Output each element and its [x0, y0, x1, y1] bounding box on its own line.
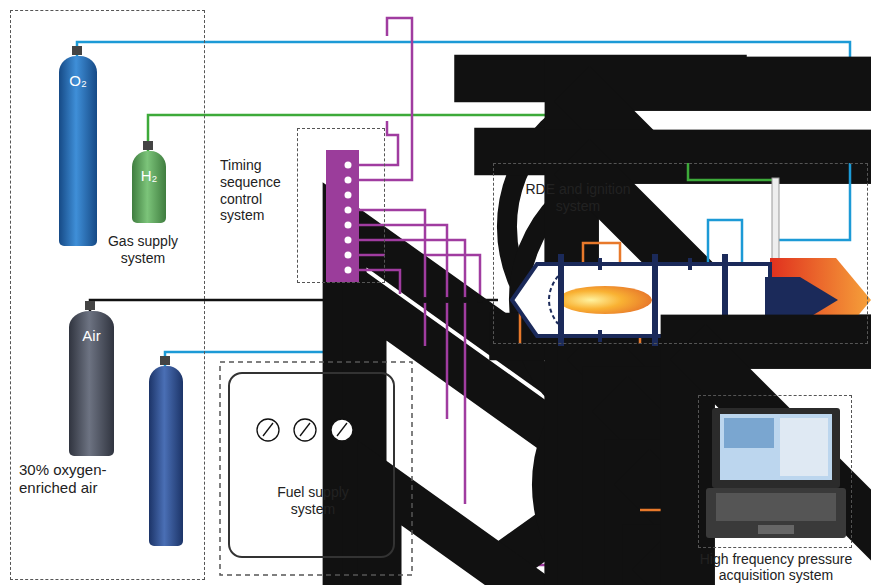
controller-ports — [345, 177, 352, 184]
cylinder-label: Air — [82, 327, 100, 345]
air-cylinder: Air — [69, 311, 114, 456]
junction-dots — [477, 297, 483, 303]
fuel-gauges — [257, 419, 279, 441]
laptop-icon — [758, 525, 794, 534]
rde-feed-lines — [779, 163, 850, 240]
rde-feed-lines — [688, 163, 772, 180]
controller-ports — [345, 192, 352, 199]
fuel-gauges — [331, 419, 353, 441]
fuel-supply-box: Fuel supply system — [228, 372, 395, 558]
fuel-gauges — [337, 423, 347, 436]
laptop-icon — [780, 418, 828, 476]
timing-signal-wires — [359, 18, 412, 180]
timing-signal-wires — [359, 225, 447, 419]
injector-tube — [772, 178, 779, 264]
group-title: RDE and ignition system — [524, 181, 632, 215]
rde-group: RDE and ignition system — [493, 163, 868, 344]
rde-engine — [549, 276, 558, 324]
cylinder-valves — [143, 141, 153, 150]
fuel-gauges — [263, 423, 273, 436]
controller-ports — [345, 222, 352, 229]
timing-control-group: Timing sequence control system — [297, 128, 385, 283]
rde-engine — [652, 254, 658, 346]
timing-signal-wires — [359, 270, 400, 294]
cylinder-label: O₂ — [69, 72, 87, 90]
cylinder-valves — [72, 46, 82, 55]
laptop-icon — [706, 488, 846, 538]
laptop-icon — [720, 414, 832, 480]
laptop-icon — [724, 418, 774, 448]
junction-dots — [422, 297, 483, 303]
cylinder-label: 30% oxygen-enriched air — [19, 461, 131, 497]
fuel-gauges — [300, 423, 310, 436]
laptop-icon — [716, 493, 836, 521]
cylinder-label: H₂ — [141, 167, 158, 185]
timing-controller — [326, 150, 359, 282]
rde-engine — [558, 254, 564, 346]
junction-dots — [462, 297, 468, 303]
box-label: Fuel supply system — [258, 484, 368, 518]
controller-ports — [345, 267, 352, 274]
fuel-supply-region — [220, 362, 412, 575]
laptop-icon — [712, 408, 840, 488]
rde-engine — [512, 254, 871, 585]
enriched-air-cylinder: 30% oxygen-enriched air — [149, 366, 183, 546]
acquisition-group: High frequency pressure acquisition syst… — [698, 395, 852, 548]
controller-ports — [345, 207, 352, 214]
h2-cylinder: H₂ — [132, 151, 166, 223]
group-title: Gas supply system — [107, 233, 179, 267]
fuel-gauges — [294, 419, 316, 441]
cylinder-valves — [160, 356, 170, 365]
controller-ports — [345, 252, 352, 259]
rde-engine — [598, 330, 602, 342]
junction-dots — [444, 297, 450, 303]
timing-signal-wires — [359, 210, 425, 346]
gas-supply-group: Gas supply system O₂ H₂ Air 30% oxygen-enric… — [10, 10, 205, 580]
rde-engine — [688, 342, 871, 585]
group-title: Timing sequence control system — [220, 157, 294, 224]
rde-engine — [558, 286, 652, 314]
rde-feed-lines — [519, 313, 522, 344]
cylinder-valves — [85, 301, 95, 310]
controller-ports — [345, 162, 352, 274]
fuel-gauges — [257, 419, 353, 441]
junction-dots — [422, 297, 428, 303]
o2-cylinder: O₂ — [59, 56, 97, 246]
timing-signal-wires — [359, 254, 385, 257]
rde-engine — [598, 258, 602, 270]
group-title: High frequency pressure acquisition syst… — [685, 551, 867, 583]
controller-ports — [345, 162, 352, 169]
rde-engine — [688, 258, 692, 270]
laptop-icon — [706, 408, 846, 538]
controller-ports — [345, 237, 352, 244]
